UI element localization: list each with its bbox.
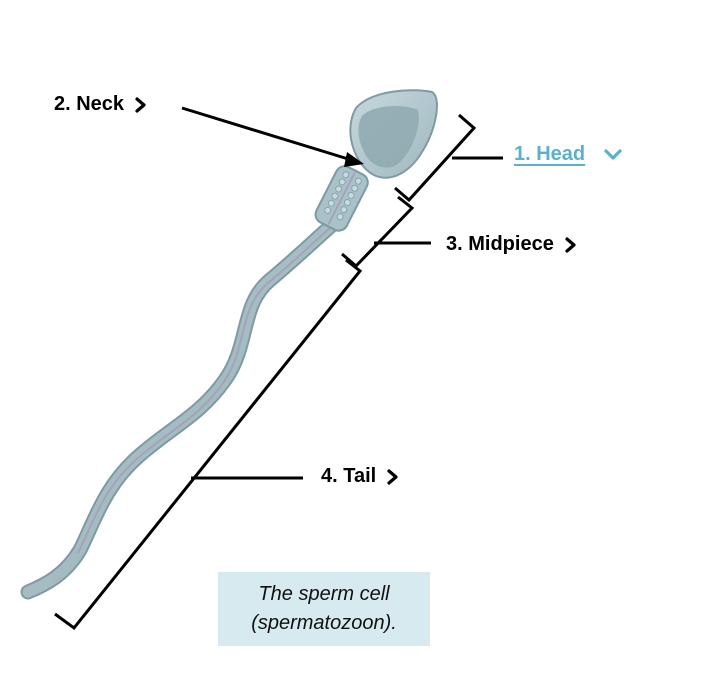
head-bracket — [394, 113, 503, 203]
head-label[interactable]: 1. Head — [514, 143, 623, 166]
caption-line-2: (spermatozoon). — [251, 612, 397, 634]
neck-label-text: 2. Neck — [54, 93, 125, 115]
tail-label-text: 4. Tail — [321, 465, 377, 487]
chevron-down-icon — [604, 148, 622, 160]
sperm-midpiece — [314, 165, 369, 232]
midpiece-label[interactable]: 3. Midpiece — [446, 233, 578, 256]
chevron-right-icon — [565, 236, 576, 253]
midpiece-bracket — [341, 195, 431, 269]
neck-pointer — [181, 106, 364, 167]
head-label-text: 1. Head — [514, 143, 586, 165]
sperm-head — [349, 89, 438, 179]
neck-label[interactable]: 2. Neck — [54, 93, 148, 116]
tail-label[interactable]: 4. Tail — [321, 465, 400, 488]
caption-line-1: The sperm cell — [258, 583, 390, 605]
chevron-right-icon — [387, 468, 398, 485]
sperm-tail — [20, 210, 348, 600]
figure-caption: The sperm cell (spermatozoon). — [218, 572, 430, 646]
chevron-right-icon — [135, 96, 146, 113]
midpiece-label-text: 3. Midpiece — [446, 233, 554, 255]
tail-bracket — [54, 258, 363, 631]
